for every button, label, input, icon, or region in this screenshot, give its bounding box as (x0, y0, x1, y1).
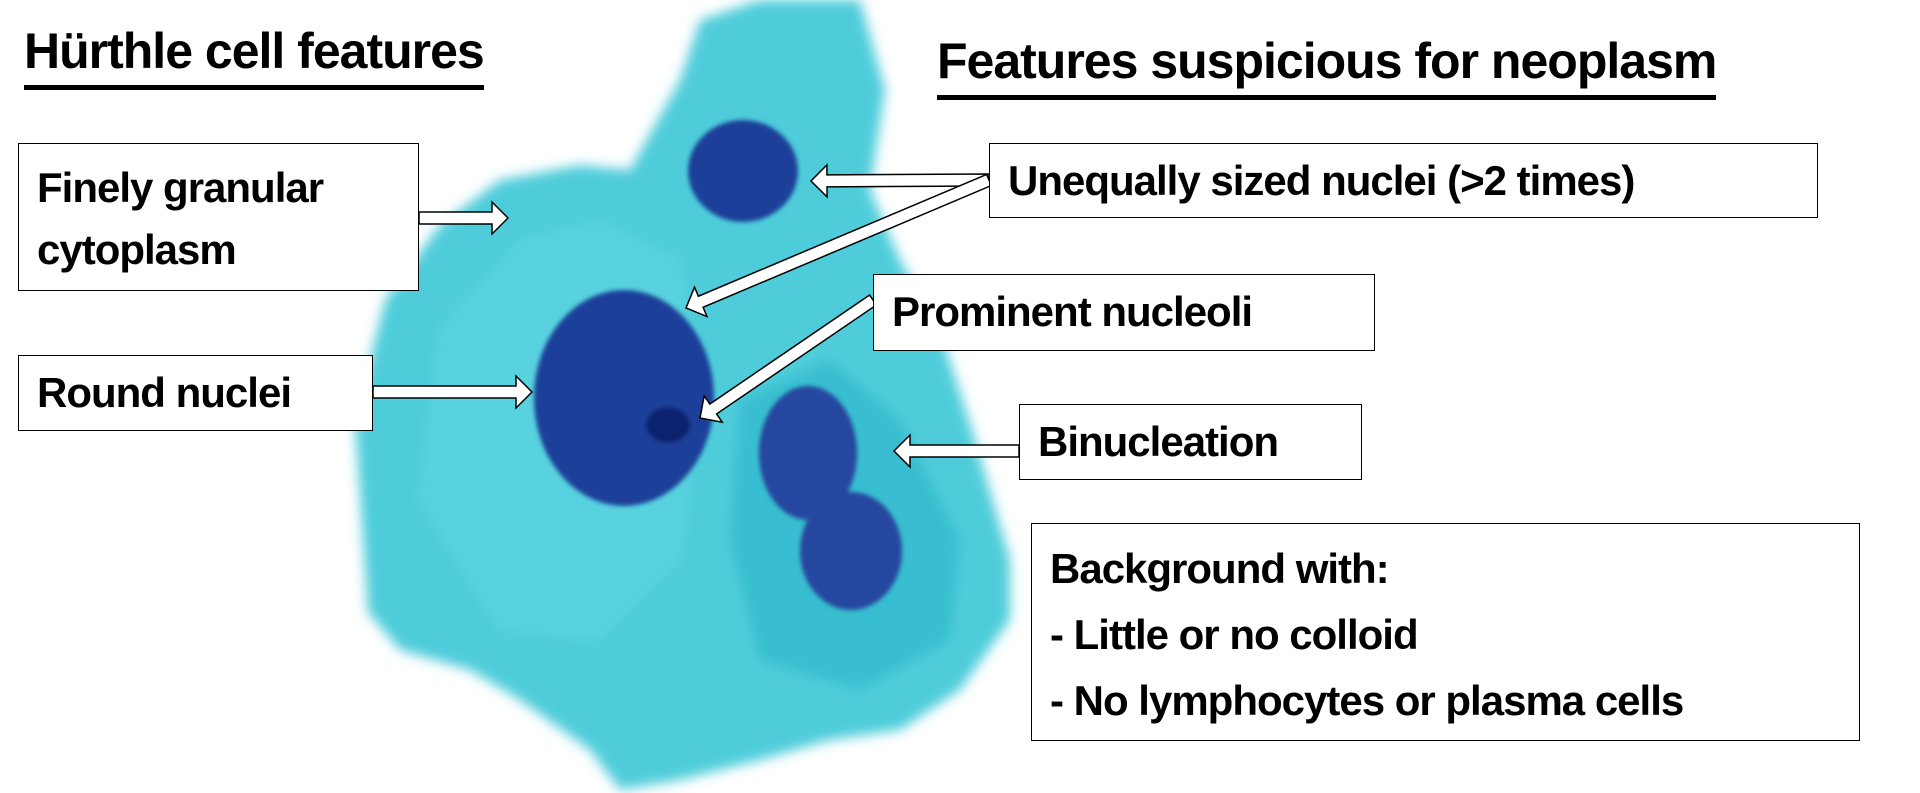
binucleate-nucleus-lower (800, 492, 902, 610)
title-text: Features suspicious for neoplasm (937, 33, 1717, 89)
label-text: Round nuclei (37, 369, 292, 416)
title-suspicious-features: Features suspicious for neoplasm (937, 32, 1717, 100)
label-finely-granular-cytoplasm: Finely granular cytoplasm (18, 143, 419, 291)
label-line: Background with: (1050, 545, 1390, 592)
label-line: cytoplasm (37, 226, 237, 273)
label-unequal-nuclei: Unequally sized nuclei (>2 times) (989, 143, 1818, 218)
arrow-binucleation-icon (892, 433, 1020, 469)
nucleolus (646, 407, 690, 443)
arrow-round-nuclei-icon (372, 374, 534, 410)
arrow-unequal-large-icon (685, 173, 993, 318)
nuclei (534, 120, 902, 610)
label-background: Background with: - Little or no colloid … (1031, 523, 1860, 741)
arrows (372, 163, 1020, 469)
binucleate-nucleus-upper (759, 386, 857, 520)
label-line: - No lymphocytes or plasma cells (1050, 677, 1684, 724)
arrow-nucleoli-icon (699, 294, 878, 424)
label-prominent-nucleoli: Prominent nucleoli (873, 274, 1375, 351)
label-round-nuclei: Round nuclei (18, 355, 373, 431)
small-nucleus (688, 120, 798, 222)
arrow-cytoplasm-icon (418, 200, 510, 236)
title-underline (937, 95, 1717, 100)
title-underline (24, 85, 484, 90)
label-binucleation: Binucleation (1019, 404, 1362, 480)
round-nucleus (534, 290, 714, 506)
label-line: Finely granular (37, 164, 324, 211)
label-text: Prominent nucleoli (892, 288, 1253, 335)
title-hurthle-features: Hürthle cell features (24, 22, 485, 90)
title-text: Hürthle cell features (24, 23, 485, 79)
label-text: Unequally sized nuclei (>2 times) (1008, 157, 1635, 204)
label-text: Binucleation (1038, 418, 1279, 465)
label-line: - Little or no colloid (1050, 611, 1419, 658)
